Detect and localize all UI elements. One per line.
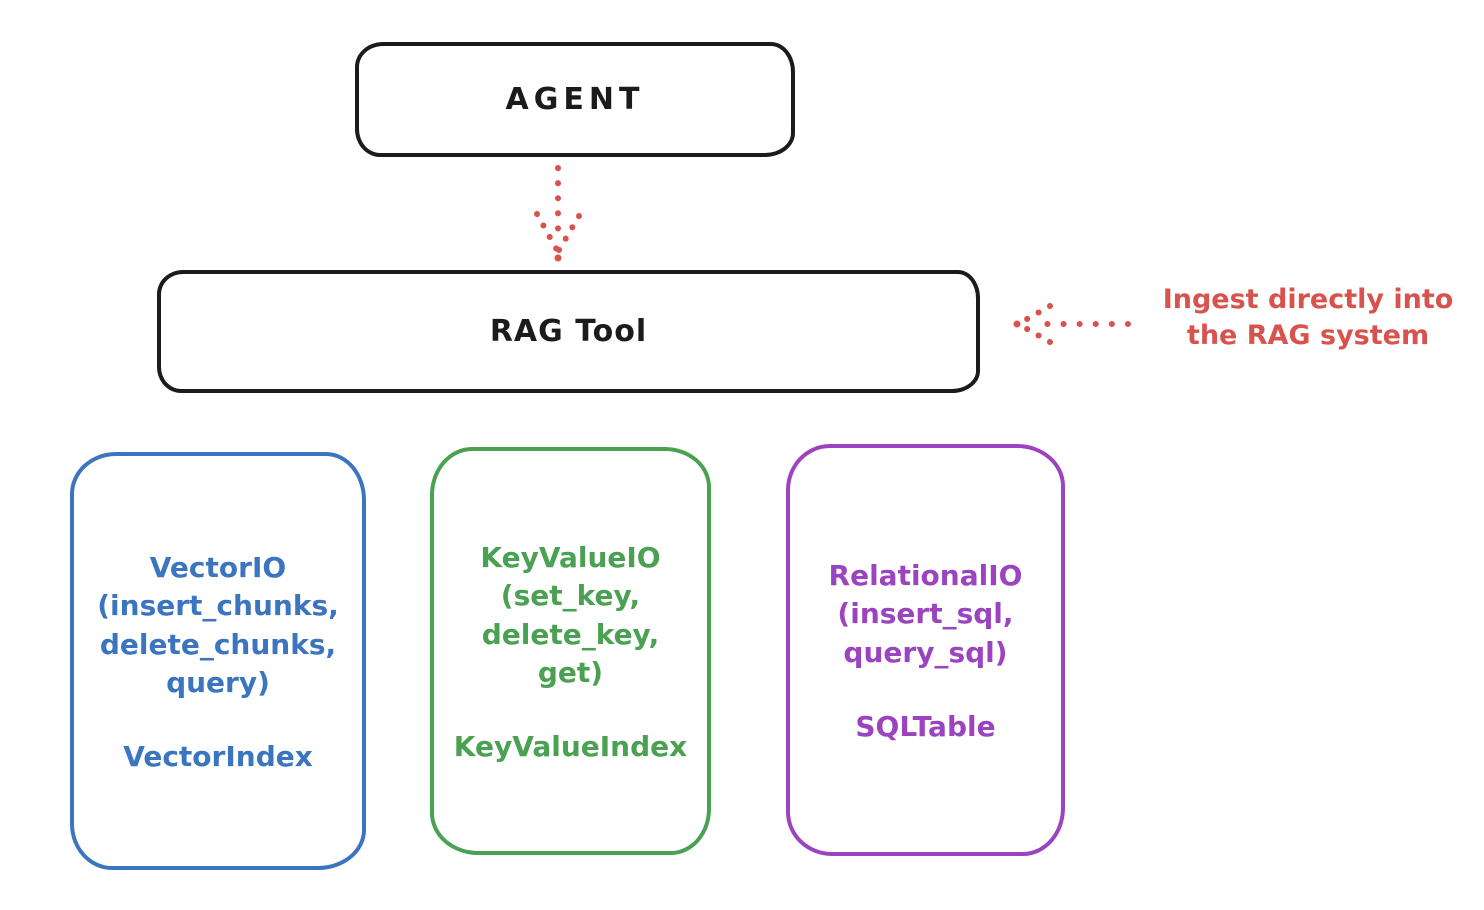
relational-io-box: RelationalIO (insert_sql, query_sql) SQL…: [786, 444, 1065, 856]
sql-table-label: SQLTable: [855, 709, 996, 743]
relational-io-line: RelationalIO: [828, 559, 1023, 593]
vector-io-line: (insert_chunks,: [97, 589, 339, 623]
annotation-ingest: Ingest directly into the RAG system: [1138, 282, 1478, 354]
keyvalue-io-box: KeyValueIO (set_key, delete_key, get) Ke…: [430, 447, 711, 855]
agent-box: AGENT: [355, 42, 795, 157]
keyvalue-io-line: (set_key,: [500, 579, 641, 613]
vector-index-label: VectorIndex: [123, 739, 313, 773]
vector-io-line: query): [166, 665, 270, 699]
annotation-line-1: Ingest directly into: [1162, 284, 1454, 315]
keyvalue-io-line: KeyValueIO: [480, 541, 661, 575]
rag-tool-label: RAG Tool: [489, 314, 648, 349]
vector-io-line: VectorIO: [149, 551, 287, 585]
agent-label: AGENT: [505, 82, 645, 117]
keyvalue-io-line: delete_key, get): [481, 617, 660, 689]
annotation-line-2: the RAG system: [1186, 319, 1430, 351]
relational-io-text: RelationalIO (insert_sql, query_sql): [829, 557, 1023, 671]
keyvalue-index-label: KeyValueIndex: [453, 729, 688, 763]
vector-io-box: VectorIO (insert_chunks, delete_chunks, …: [70, 452, 366, 870]
relational-io-line: query_sql): [843, 635, 1008, 669]
down-arrow-icon: [534, 165, 582, 262]
keyvalue-io-text: KeyValueIO (set_key, delete_key, get): [446, 539, 695, 691]
vector-io-line: delete_chunks,: [99, 627, 337, 661]
vector-io-text: VectorIO (insert_chunks, delete_chunks, …: [97, 549, 339, 701]
rag-tool-box: RAG Tool: [157, 270, 980, 393]
relational-io-line: (insert_sql,: [837, 597, 1014, 631]
left-arrow-icon: [1013, 303, 1131, 345]
